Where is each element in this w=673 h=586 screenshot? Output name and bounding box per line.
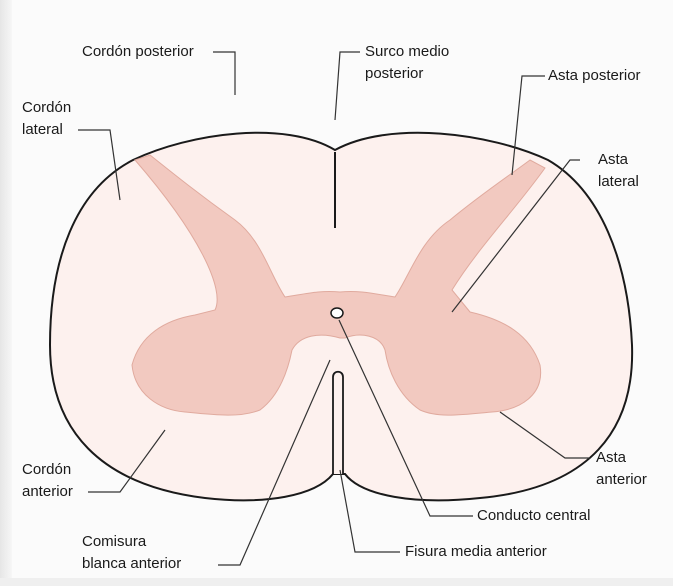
- label-cordon-lateral: Cordón lateral: [22, 97, 71, 141]
- label-cordon-anterior: Cordón anterior: [22, 459, 73, 503]
- leader-cordon-posterior: [213, 52, 235, 95]
- label-comisura-blanca-anterior: Comisura blanca anterior: [82, 531, 181, 575]
- label-asta-posterior: Asta posterior: [548, 65, 641, 87]
- label-asta-anterior: Asta anterior: [596, 447, 647, 491]
- central-canal: [331, 308, 343, 318]
- leader-surco-medio-posterior: [335, 52, 360, 120]
- label-surco-medio-posterior: Surco medio posterior: [365, 41, 449, 85]
- label-conducto-central: Conducto central: [477, 505, 590, 527]
- anterior-median-fissure: [333, 372, 343, 474]
- label-asta-lateral: Asta lateral: [598, 149, 639, 193]
- label-cordon-posterior: Cordón posterior: [82, 41, 194, 63]
- label-fisura-media-anterior: Fisura media anterior: [405, 541, 547, 563]
